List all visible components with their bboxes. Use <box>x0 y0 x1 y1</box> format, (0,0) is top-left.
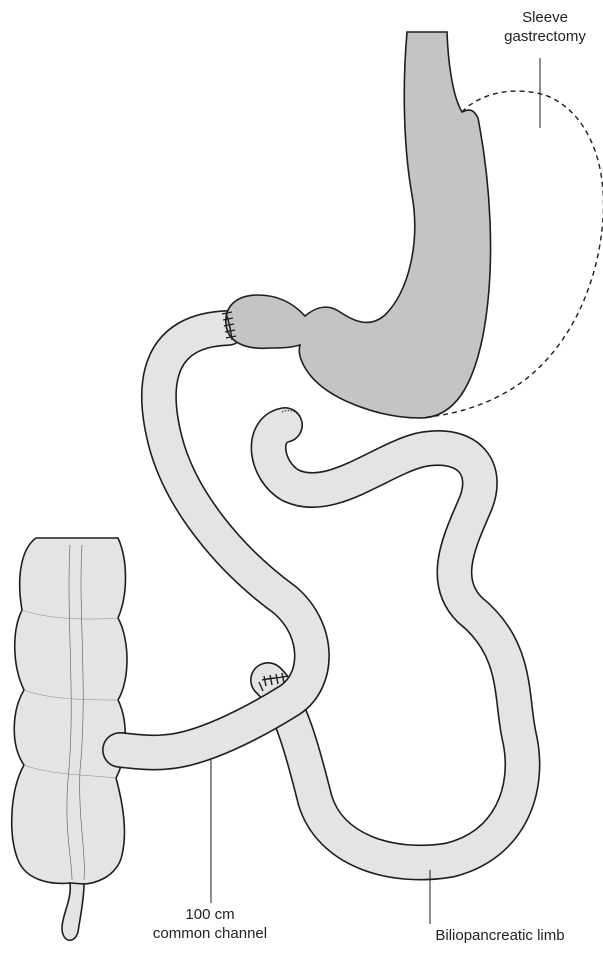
appendix <box>62 883 84 940</box>
label-sleeve-line2: gastrectomy <box>490 27 600 46</box>
stomach-body <box>226 32 491 418</box>
label-channel-line2: common channel <box>110 924 310 943</box>
label-sleeve-line1: Sleeve <box>490 8 600 27</box>
label-limb-text: Biliopancreatic limb <box>400 926 600 945</box>
label-sleeve-gastrectomy: Sleeve gastrectomy <box>490 8 600 46</box>
label-channel-line1: 100 cm <box>110 905 310 924</box>
label-biliopancreatic-limb: Biliopancreatic limb <box>400 926 600 945</box>
label-common-channel: 100 cm common channel <box>110 905 310 943</box>
alimentary-limb-fill <box>120 328 312 753</box>
alimentary-and-common-channel <box>120 328 312 753</box>
sleeve-stomach <box>226 32 603 418</box>
